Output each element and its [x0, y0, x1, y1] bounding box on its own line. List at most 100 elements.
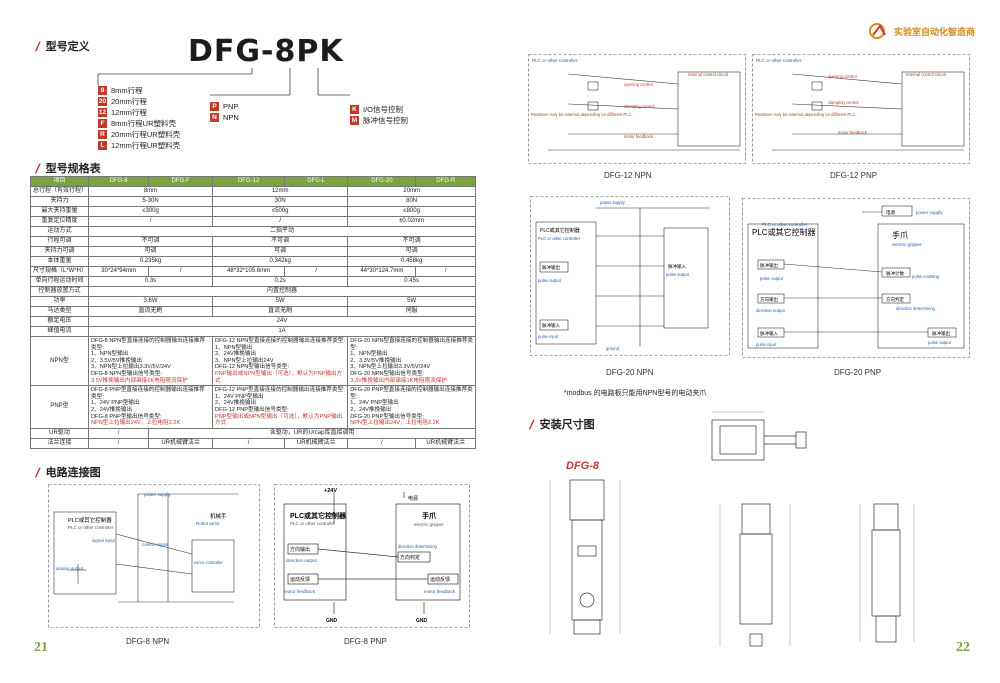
code-badge: P	[210, 102, 219, 111]
code-text: 20mm行程	[111, 97, 147, 106]
v24-label: +24V	[324, 488, 337, 494]
table-cell: 尺寸规格（L*W*H）	[30, 266, 89, 277]
pulse-input-en: pulse input	[538, 334, 559, 339]
plc-en-label: PLC or other controller	[532, 58, 578, 63]
direction-output-label: 方向输出	[760, 296, 778, 303]
table-cell: UR机械臂法兰	[284, 437, 349, 449]
caption-dfg12-npn: DFG-12 NPN	[604, 171, 652, 180]
table-cell: ≤500g	[212, 206, 349, 217]
code-row: 20 20mm行程	[98, 96, 180, 107]
cell-line: DFG-12 NPN型直接连接的控制器输出连接推荐类型:	[215, 338, 345, 344]
table-cell: 最大夹持重量	[30, 206, 89, 217]
table-cell: DFG-12 PNP型直接连接的控制器输出连接推荐类型:1、24V PNP型输出…	[212, 385, 349, 429]
table-cell: 1A	[88, 326, 476, 337]
table-cell: 0.2s	[212, 276, 349, 287]
table-cell: 本体重量	[30, 256, 89, 267]
section-title: 型号定义	[45, 41, 90, 53]
ground-label: ground	[606, 346, 620, 351]
plc-en-label: PLC or other controller	[68, 525, 114, 530]
dfg12-pnp-circuit: PLC or other controller opening control …	[752, 54, 970, 164]
code-badge: K	[350, 105, 359, 114]
table-row: 运动方式二指平动	[30, 226, 476, 237]
cell-line: 3.3V推挽输出内部串接1K电阻限流保护	[350, 377, 447, 384]
caption-dfg8-pnp: DFG-8 PNP	[344, 637, 387, 646]
table-cell: 总行程（有效行程）	[30, 186, 89, 197]
code-text: 8mm行程	[111, 86, 143, 95]
cell-line: DFG-20 PNP型直接连接的控制器输出连接推荐类型:	[350, 387, 473, 400]
dfg12-npn-circuit: PLC or other controller opening control …	[528, 54, 746, 164]
motor-feedback-en: motor feedback	[424, 589, 456, 594]
resistor-note: Resistors may be external depending on d…	[755, 112, 857, 117]
table-cell: UR机械臂法兰	[415, 437, 476, 449]
gripper-en-label: electric gripper	[414, 522, 444, 527]
spec-table: 项目 DFG-8 DFG-F DFG-12 DFG-L DFG-20 DFG-R…	[30, 176, 476, 449]
direction-output-en: direction output	[756, 308, 785, 313]
pulse-input-label: 脉冲输入	[760, 330, 778, 337]
table-cell: 不可调	[347, 236, 476, 247]
code-text: 12mm行程UR塑料壳	[111, 141, 181, 150]
motor-feedback-label: 运动反馈	[290, 576, 310, 583]
table-cell: 0.235kg	[87, 256, 214, 267]
table-cell: 20mm	[347, 186, 476, 197]
table-cell: 额定电压	[30, 316, 89, 327]
section-model-definition: / 型号定义	[34, 38, 90, 54]
direction-output-en: direction output	[286, 558, 318, 563]
code-text: 20mm行程UR塑料壳	[111, 130, 181, 139]
table-cell: 5-30N	[87, 196, 214, 207]
header-cell: DFG-F	[148, 176, 214, 187]
signal-input-label: signal input	[92, 538, 116, 543]
power-label: 电源	[886, 209, 895, 216]
table-cell: PNP型	[30, 385, 89, 429]
cell-line: DFG-20 NPN型直接连接的控制器输出连接推荐类型:	[350, 338, 474, 351]
cell-line: 2、3.5V/5V推挽输出	[91, 357, 142, 364]
code-text: I/O信号控制	[363, 105, 404, 114]
model-title: DFG-8PK	[188, 34, 344, 69]
cell-line: 1、NPN型输出	[215, 344, 253, 351]
gnd-label: GND	[416, 618, 428, 624]
model-code-lines	[97, 68, 350, 96]
table-cell: 含驱动，UR的Urcap库直接调用	[148, 427, 476, 439]
header-cell: DFG-R	[415, 176, 476, 187]
install-dimension-drawings	[549, 411, 915, 647]
table-cell: 内置控制器	[88, 286, 476, 297]
plc-label: PLC或其它控制器	[540, 227, 580, 234]
cell-line: NPN型上拉输出24V，上拉电阻2.2K	[91, 420, 181, 427]
power-supply-label: power supply	[600, 200, 626, 205]
table-cell: 30*24*94mm	[87, 266, 150, 277]
table-cell: 5W	[347, 296, 476, 307]
code-row: K I/O信号控制	[350, 104, 408, 115]
cell-line: 3.5V推挽输出内部串接1K电阻限流保护	[91, 377, 188, 384]
header-cell: DFG-12	[212, 176, 286, 187]
table-cell: UR机械臂法兰	[148, 437, 214, 449]
code-badge: M	[350, 116, 359, 125]
table-cell: 24V	[88, 316, 476, 327]
section-circuit: / 电路连接图	[34, 464, 101, 480]
table-cell: 功率	[30, 296, 89, 307]
cell-line: 3、NPN型上拉输出3.3V/5V/24V	[91, 364, 171, 371]
table-cell: 可调	[87, 246, 214, 257]
slash-marker: /	[33, 160, 42, 176]
pulse-input-en: pulse input	[756, 342, 777, 347]
cell-line: DFG-12 NPN型输出信号类型:	[215, 364, 290, 371]
code-badge: R	[98, 130, 107, 139]
direction-judge-en: direction determining	[896, 306, 936, 311]
cell-line: DFG-8 NPN型直接连接的控制器输出连接推荐类型:	[91, 338, 206, 351]
table-cell: 44*30*124.7mm	[347, 266, 417, 277]
code-row: R 20mm行程UR塑料壳	[98, 129, 180, 140]
cell-line: 3、NPN型上拉输出3.3V/5V/24V	[350, 364, 431, 371]
code-badge: 20	[98, 97, 107, 106]
table-cell: UR驱动	[30, 427, 89, 439]
internal-circuit-label: Internal control circuit	[906, 72, 947, 77]
plc-en-label: PLC or other controller	[290, 521, 336, 526]
table-cell: 12mm	[212, 186, 349, 197]
modbus-note-text: *modbus 的电路板只能用NPN型号的电动夹爪	[564, 390, 707, 397]
internal-circuit-label: Internal control circuit	[688, 72, 729, 77]
